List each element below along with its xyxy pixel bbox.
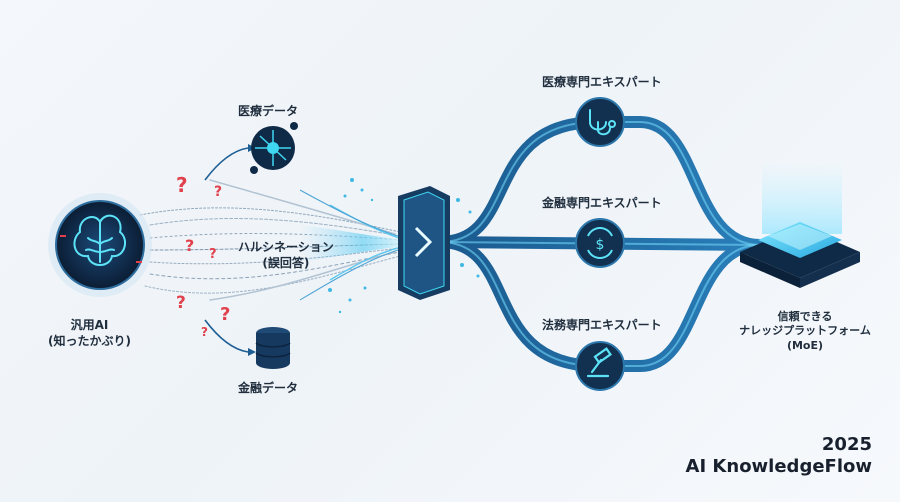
medical-data-node: [250, 122, 298, 174]
stethoscope-icon: [589, 109, 616, 136]
question-mark-icon: ?: [214, 184, 222, 200]
finance-data-label: 金融データ: [238, 381, 299, 395]
hallucination-label-line2: (誤回答): [262, 255, 310, 270]
question-mark-icon: ?: [176, 173, 188, 197]
brain-icon: [73, 214, 127, 266]
currency-exchange-icon: $: [587, 227, 613, 259]
general-ai-label-line2: (知ったかぶり): [48, 333, 131, 348]
svg-text:$: $: [596, 237, 605, 253]
platform-node: [740, 160, 860, 288]
platform-label-line2: ナレッジプラットフォーム: [739, 324, 871, 338]
hallucination-label: ハルシネーション (誤回答): [238, 240, 334, 271]
gavel-icon: [586, 347, 612, 378]
question-mark-icon: ?: [220, 304, 230, 325]
medical-data-label: 医療データ: [238, 104, 299, 118]
finance-data-node: [255, 327, 291, 369]
brand-name: AI KnowledgeFlow: [685, 456, 872, 477]
medical-expert-label: 医療専門エキスパート: [542, 75, 662, 89]
legal-expert-node: [575, 341, 625, 391]
general-ai-node: [48, 193, 152, 297]
platform-label: 信頼できる ナレッジプラットフォーム (MoE): [725, 310, 885, 353]
general-ai-label: 汎用AI (知ったかぶり): [48, 318, 131, 349]
finance-expert-node: $: [575, 218, 625, 268]
platform-label-line1: 信頼できる: [777, 310, 833, 323]
router-gateway: [398, 186, 450, 300]
arrow-to-medical-data: [204, 144, 256, 181]
database-icon: [255, 327, 291, 369]
question-mark-icon: ?: [176, 293, 186, 313]
question-marks: ? ? ? ? ? ? ?: [176, 173, 230, 339]
router-gate-icon: [414, 226, 433, 258]
brand-year: 2025: [821, 434, 872, 455]
legal-expert-label: 法務専門エキスパート: [542, 318, 662, 332]
question-mark-icon: ?: [185, 236, 194, 255]
question-mark-icon: ?: [201, 325, 208, 339]
medical-expert-node: [575, 97, 625, 147]
general-ai-label-line1: 汎用AI: [70, 318, 109, 332]
question-mark-icon: ?: [209, 247, 217, 262]
platform-stack-icon: [740, 222, 860, 288]
light-beam: [299, 189, 406, 301]
hallucination-label-line1: ハルシネーション: [238, 240, 334, 254]
platform-label-line3: (MoE): [786, 338, 824, 352]
arrow-to-finance-data: [204, 319, 256, 356]
finance-expert-label: 金融専門エキスパート: [542, 196, 662, 210]
